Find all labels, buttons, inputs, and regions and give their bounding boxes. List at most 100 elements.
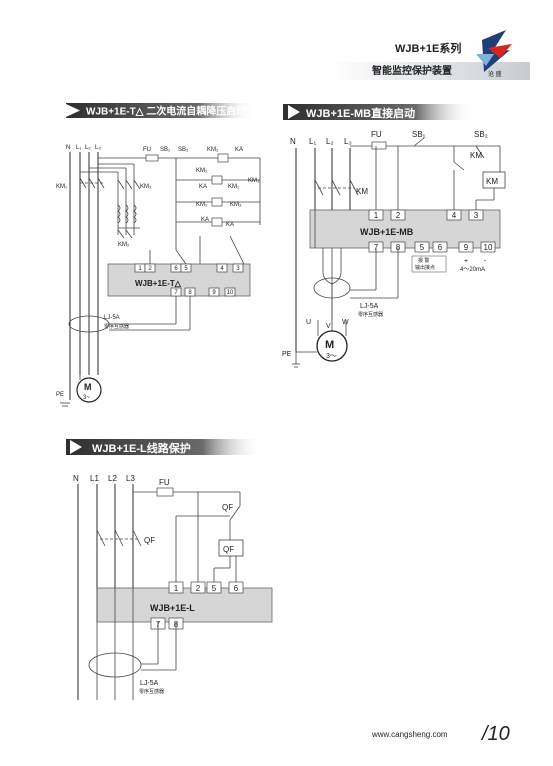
t-ka-coil: KA xyxy=(226,222,234,228)
mb-phase-w: W xyxy=(342,319,349,326)
mb-pe-label: PE xyxy=(282,351,292,358)
terminal-label: 10 xyxy=(227,290,234,296)
mb-bus-l3: L₃ xyxy=(344,137,352,146)
terminal-label: 7 xyxy=(174,290,178,296)
t-bus-l3: L₃ xyxy=(95,145,101,151)
l-fuse-icon xyxy=(156,487,174,497)
mb-ct-motor: LJ-5A 零序互感器 U V W M 3～ PE xyxy=(282,210,399,368)
t-bus-l1: L₁ xyxy=(76,145,81,151)
page-number: /10 xyxy=(480,723,510,745)
t-coil-icon xyxy=(217,153,229,163)
t-ct-motor: LJ-5A 零序互感器 M 3~ PE xyxy=(56,296,191,407)
t-ka-label: KA xyxy=(235,147,243,153)
terminal-label: 3 xyxy=(474,211,479,220)
mb-alarm-label: 报 警 xyxy=(418,257,429,264)
section-mb-title: WJB+1E-MB直接启动 xyxy=(306,106,415,120)
t-fuse-icon xyxy=(145,154,159,162)
t-ct-label: LJ-5A xyxy=(104,315,120,321)
terminal-box xyxy=(432,241,448,253)
l-terminals-top: 1 2 5 6 xyxy=(168,581,244,594)
mb-control-circuit: FU SB₁ SB₂ KM KM xyxy=(350,130,506,210)
terminal-label: 4 xyxy=(452,211,457,220)
terminal-box xyxy=(414,241,430,253)
mb-ct-name: 零序互感器 xyxy=(358,311,383,318)
series-subtitle: 智能监控保护装置 xyxy=(372,64,452,77)
terminal-label: 6 xyxy=(438,243,443,252)
terminal-label: 2 xyxy=(196,584,201,593)
terminal-label: 10 xyxy=(484,243,493,252)
section-t-title: WJB+1E-T△ 二次电流自耦降压启动 xyxy=(86,105,246,118)
section-mb-header: WJB+1E-MB直接启动 xyxy=(283,104,473,120)
mb-motor-sub: 3～ xyxy=(326,353,337,360)
t-km3-contact: KM₃ xyxy=(248,178,260,184)
t-device-label: WJB+1E-T△ xyxy=(135,279,182,288)
t-bus-lines: N L₁ L₂ L₃ xyxy=(66,145,101,400)
t-km1-contact: KM₁ xyxy=(196,202,207,208)
terminal-box xyxy=(208,287,220,297)
l-device-box xyxy=(96,587,273,623)
terminal-box xyxy=(232,263,244,273)
mb-motor-icon xyxy=(316,330,348,362)
mb-sb1-label: SB₁ xyxy=(412,130,426,139)
l-bus-l3: L3 xyxy=(126,474,135,483)
l-bus-n: N xyxy=(73,474,79,483)
mb-fuse-icon xyxy=(371,141,387,150)
t-bus-n: N xyxy=(66,145,70,151)
mb-bus-n: N xyxy=(290,137,296,146)
mb-analog-minus: - xyxy=(484,258,487,265)
t-sb2-label: SB₂ xyxy=(178,147,189,153)
t-km1-contacts: KM₁ xyxy=(56,177,105,190)
terminal-label: 1 xyxy=(174,584,179,593)
t-motor-icon xyxy=(76,377,102,403)
l-ct: LJ-5A 零序互感器 xyxy=(88,588,177,700)
terminal-box xyxy=(216,263,228,273)
terminal-box xyxy=(446,209,462,221)
terminal-label: 6 xyxy=(234,584,239,593)
l-fu-label: FU xyxy=(159,478,170,487)
mb-phase-v: V xyxy=(326,323,331,330)
mb-km-contact-label: KM xyxy=(356,187,368,196)
t-motor-sub: 3~ xyxy=(83,395,90,401)
mb-bus-l1: L₁ xyxy=(309,137,316,146)
l-device-label: WJB+1E-L xyxy=(150,603,195,613)
logo-text: 沧 盛 xyxy=(488,70,502,78)
mb-fu-label: FU xyxy=(371,130,382,139)
terminal-label: 2 xyxy=(396,211,401,220)
t-km2-label: KM₂ xyxy=(118,242,130,248)
t-ka-contact: KA xyxy=(199,184,207,190)
mb-phase-u: U xyxy=(306,319,311,326)
section-l-title: WJB+1E-L线路保护 xyxy=(92,441,191,455)
terminal-label: 1 xyxy=(374,211,379,220)
t-ct-name: 零序互感器 xyxy=(104,323,129,330)
terminal-box xyxy=(168,581,184,594)
terminal-label: 5 xyxy=(212,584,217,593)
mb-terminals-top: 1 2 4 3 xyxy=(368,209,484,221)
l-bus-lines: N L1 L2 L3 QF xyxy=(73,474,155,700)
footer-url: www.cangsheng.com xyxy=(371,730,448,739)
company-logo-icon: 沧 盛 xyxy=(476,30,512,78)
section-l: WJB+1E-L线路保护 N L1 L2 L3 QF FU QF xyxy=(66,439,273,700)
t-pe-label: PE xyxy=(56,392,64,398)
mb-km-coil-label: KM xyxy=(486,177,498,186)
l-qf-breaker-label: QF xyxy=(144,536,155,545)
mb-ct-icon xyxy=(313,277,351,299)
t-ka-contact2: KA xyxy=(201,217,209,223)
header-bar xyxy=(330,62,530,80)
terminal-box xyxy=(468,209,484,221)
terminal-label: 3 xyxy=(236,266,240,272)
arrow-icon xyxy=(70,440,82,454)
t-km1-label: KM₁ xyxy=(56,184,67,190)
mb-alarm-label2: 输出接点 xyxy=(415,264,435,271)
terminal-label: 4 xyxy=(220,266,224,272)
mb-bus-lines: N L₁ L₂ L₃ KM xyxy=(290,137,368,352)
terminal-box xyxy=(206,581,222,594)
section-mb: WJB+1E-MB直接启动 N L₁ L₂ L₃ KM FU SB₁ SB₂ xyxy=(282,104,506,368)
terminal-box xyxy=(390,209,406,221)
